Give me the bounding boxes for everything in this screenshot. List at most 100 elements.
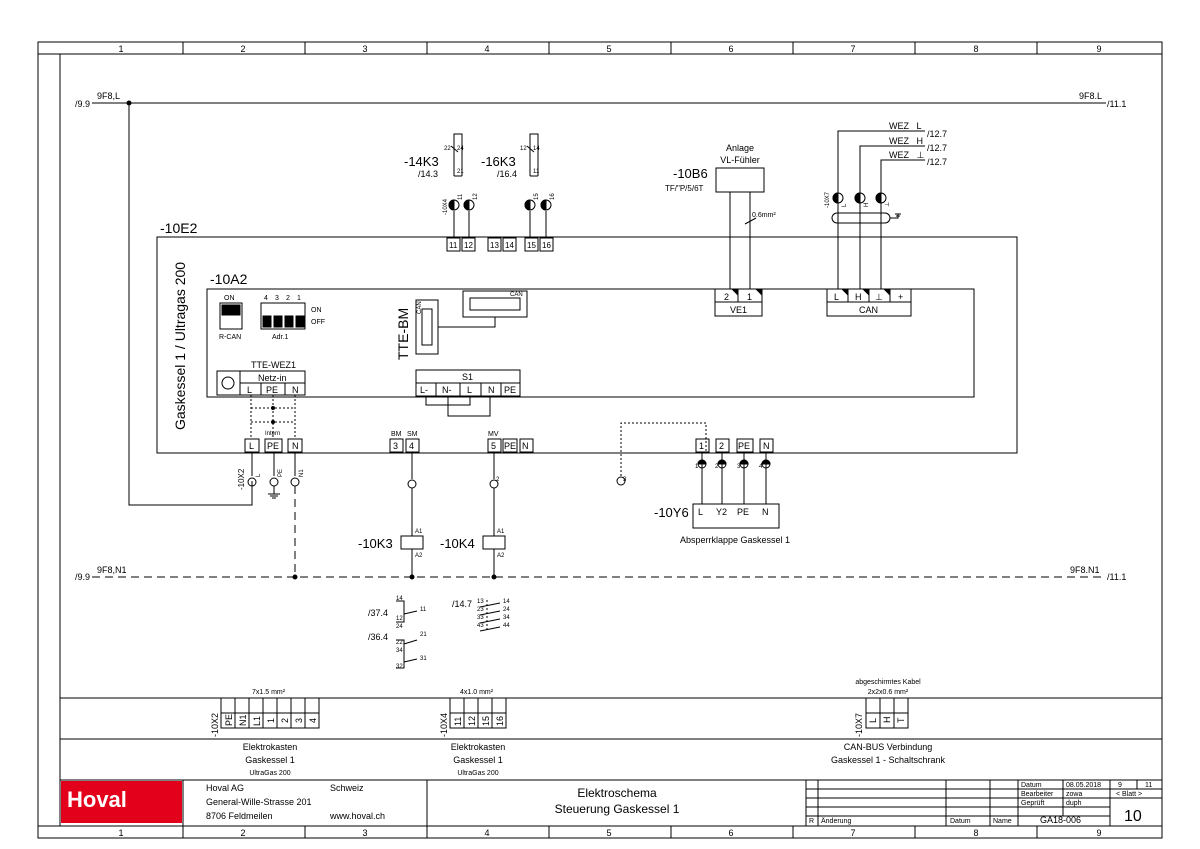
n-left-ref: /9.9 [75, 572, 90, 582]
info-datum-value: 08.05.2018 [1066, 782, 1101, 789]
ve1-markers [731, 289, 762, 296]
y6-term-2: 2 [719, 441, 724, 451]
cable1-col-4: 1 [266, 718, 276, 723]
hoval-logo: Hoval [61, 781, 182, 823]
dip-switch-block [260, 302, 306, 330]
cable1-tag: -10X2 [210, 713, 220, 737]
x4-pin-15: 15 [534, 193, 540, 200]
l-right-name: 9F8.L [1079, 91, 1102, 101]
x2-tag: -10X2 [237, 468, 246, 490]
boiler-enclosure [156, 236, 1018, 454]
x4-term-13: 13 [490, 241, 499, 250]
dip-address: Adr.1 [272, 334, 288, 341]
y6-term-1: 1 [699, 441, 704, 451]
x4-plug-fill [448, 199, 547, 211]
k14-ref: /14.3 [418, 169, 438, 179]
k14-pin-22: 22 [444, 146, 451, 152]
y6-wire-1: 1 [695, 464, 699, 470]
k4-a1: A1 [497, 529, 505, 535]
k16-tag: -16K3 [481, 154, 516, 169]
cable1-col-6: 3 [294, 718, 304, 723]
revision-table [806, 780, 1019, 826]
grid-bottom-6: 6 [728, 828, 733, 838]
y6-label-l: L [698, 507, 703, 517]
y6-wire-2: 2 [715, 464, 719, 470]
cable1-line1: Elektrokasten [243, 742, 298, 752]
x4-term-12: 12 [464, 241, 473, 250]
y6-wire-4: 4 [759, 464, 763, 470]
x4-terminal-strip [446, 237, 554, 252]
can-term-gnd: ⊥ [875, 292, 883, 302]
y6-label-n: N [762, 507, 769, 517]
info-bearb-label: Bearbeiter [1021, 791, 1054, 798]
grid-bottom-3: 3 [362, 828, 367, 838]
wez-gnd: WEZ_ ⊥ [889, 150, 925, 160]
rcan-switch-lever [221, 304, 241, 316]
inner-frame [59, 53, 1163, 827]
outer-frame [37, 41, 1163, 839]
cable1-col-1: PE [224, 714, 234, 726]
cable2-table [449, 697, 507, 729]
netz-n: N [292, 385, 299, 395]
k14-contact [453, 133, 463, 176]
can-term-plus: + [898, 292, 903, 302]
grid-top-5: 5 [606, 44, 611, 54]
x4-tag: -10X4 [443, 198, 449, 215]
boiler-title: Gaskessel 1 / Ultragas 200 [172, 262, 188, 430]
company-city: 8706 Feldmeilen [206, 811, 273, 821]
netz-pe: PE [266, 385, 278, 395]
wez-l: WEZ_ L [889, 121, 922, 131]
grid-top-6: 6 [728, 44, 733, 54]
rev-r: R [809, 818, 814, 825]
k3-pin-31: 31 [420, 656, 427, 662]
cable2-col-2: 12 [467, 716, 477, 726]
contact-ref-b: /36.4 [368, 632, 388, 642]
k16-contact [529, 133, 539, 176]
k4-pin-14: 14 [503, 599, 510, 605]
rev-datum: Datum [950, 818, 971, 825]
cable1-table [220, 697, 320, 729]
intern-label: Intern [265, 431, 280, 437]
l-left-name: 9F8,L [97, 91, 120, 101]
can-term-h: H [855, 292, 862, 302]
pin3-label: 3 [623, 477, 627, 483]
info-bearb-value: zowa [1066, 791, 1082, 798]
rcan-switch [219, 302, 243, 330]
x7-tag: -10X7 [825, 191, 831, 208]
company-street: General-Wille-Strasse 201 [206, 797, 312, 807]
x2-pin-pe: PE [278, 469, 284, 477]
dip-2: 2 [286, 295, 290, 302]
cable2-spec: 4x1.0 mm² [460, 689, 494, 696]
k3-pin-21: 21 [420, 632, 427, 638]
k16-pin-14: 14 [533, 146, 540, 152]
company-name: Hoval AG [206, 783, 244, 793]
cable3-col-1: L [868, 718, 878, 723]
rcan-on: ON [224, 295, 235, 302]
k3-pin-11: 11 [420, 607, 427, 613]
y6-tag: -10Y6 [654, 505, 689, 520]
rev-name: Name [993, 818, 1012, 825]
cable1-col-3: L1 [252, 716, 262, 726]
k14-pin-21: 21 [457, 169, 464, 175]
y6-term-pe: PE [738, 441, 750, 451]
wez-h: WEZ_ H [889, 136, 923, 146]
x4-pin-11: 11 [458, 193, 464, 200]
sensor-type: TF/"P/5/6T [665, 184, 704, 193]
x7-pin-h: H [864, 203, 870, 207]
y6-term-n: N [763, 441, 770, 451]
k3-a2: A2 [415, 553, 423, 559]
s1-pe: PE [504, 385, 516, 395]
cable3-spec: 2x2x0.6 mm² [868, 689, 909, 696]
x4-term-11: 11 [449, 241, 458, 250]
grid-bottom-9: 9 [1096, 828, 1101, 838]
l-feed-wire [128, 103, 253, 506]
sensor-box [715, 167, 765, 193]
grid-top-3: 3 [362, 44, 367, 54]
grid-bottom-4: 4 [484, 828, 489, 838]
wez-l-wire [837, 130, 925, 193]
ve1-term-2: 2 [724, 292, 729, 302]
tte-bm-can: CAN [417, 301, 423, 314]
can-connector-label: CAN [510, 292, 523, 298]
can-markers [841, 289, 890, 296]
cable2-line2: Gaskessel 1 [453, 755, 503, 765]
